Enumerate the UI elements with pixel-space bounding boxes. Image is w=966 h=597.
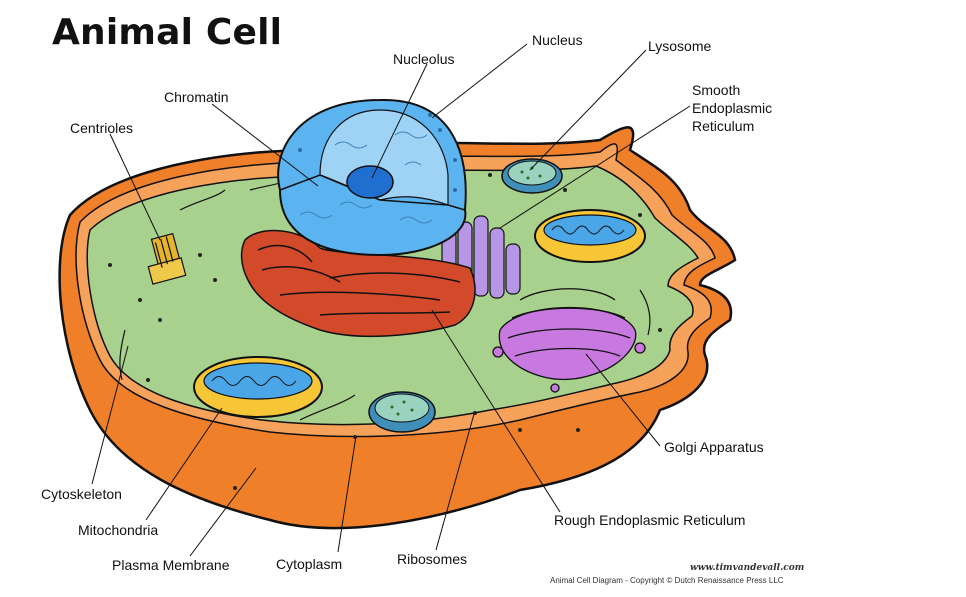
mitochondrion-shape-2 xyxy=(193,356,323,418)
label-nucleus: Nucleus xyxy=(532,32,583,48)
label-mitochondria: Mitochondria xyxy=(78,522,159,538)
label-ribosomes: Ribosomes xyxy=(397,551,468,567)
lysosome-shape-2 xyxy=(368,391,436,433)
credit-url: www.timvandevall.com xyxy=(690,563,805,573)
centriole-shape xyxy=(147,232,187,285)
label-cytoplasm: Cytoplasm xyxy=(276,556,343,572)
mitochondrion-shape xyxy=(534,209,646,263)
credit-copyright: Animal Cell Diagram - Copyright © Dutch … xyxy=(550,576,784,585)
label-smooth-er-line-2: Endoplasmic xyxy=(692,100,773,116)
label-smooth-er-line-1: Smooth xyxy=(692,82,741,98)
label-cytoskeleton: Cytoskeleton xyxy=(41,486,122,502)
label-lysosome: Lysosome xyxy=(648,38,712,54)
label-smooth-er: Smooth Endoplasmic Reticulum xyxy=(692,81,772,135)
leader-lines xyxy=(91,43,691,557)
label-smooth-er-line-3: Reticulum xyxy=(692,118,755,134)
label-centrioles: Centrioles xyxy=(70,120,134,136)
golgi-shape xyxy=(492,288,646,393)
rough-er-shape xyxy=(240,229,476,338)
label-golgi-apparatus: Golgi Apparatus xyxy=(664,439,764,455)
lysosome-shape xyxy=(501,158,563,194)
label-chromatin: Chromatin xyxy=(164,89,229,105)
label-plasma-membrane: Plasma Membrane xyxy=(112,557,230,573)
label-nucleolus: Nucleolus xyxy=(393,51,455,67)
diagram-title: Animal Cell xyxy=(52,12,283,53)
label-rough-er: Rough Endoplasmic Reticulum xyxy=(554,512,746,528)
